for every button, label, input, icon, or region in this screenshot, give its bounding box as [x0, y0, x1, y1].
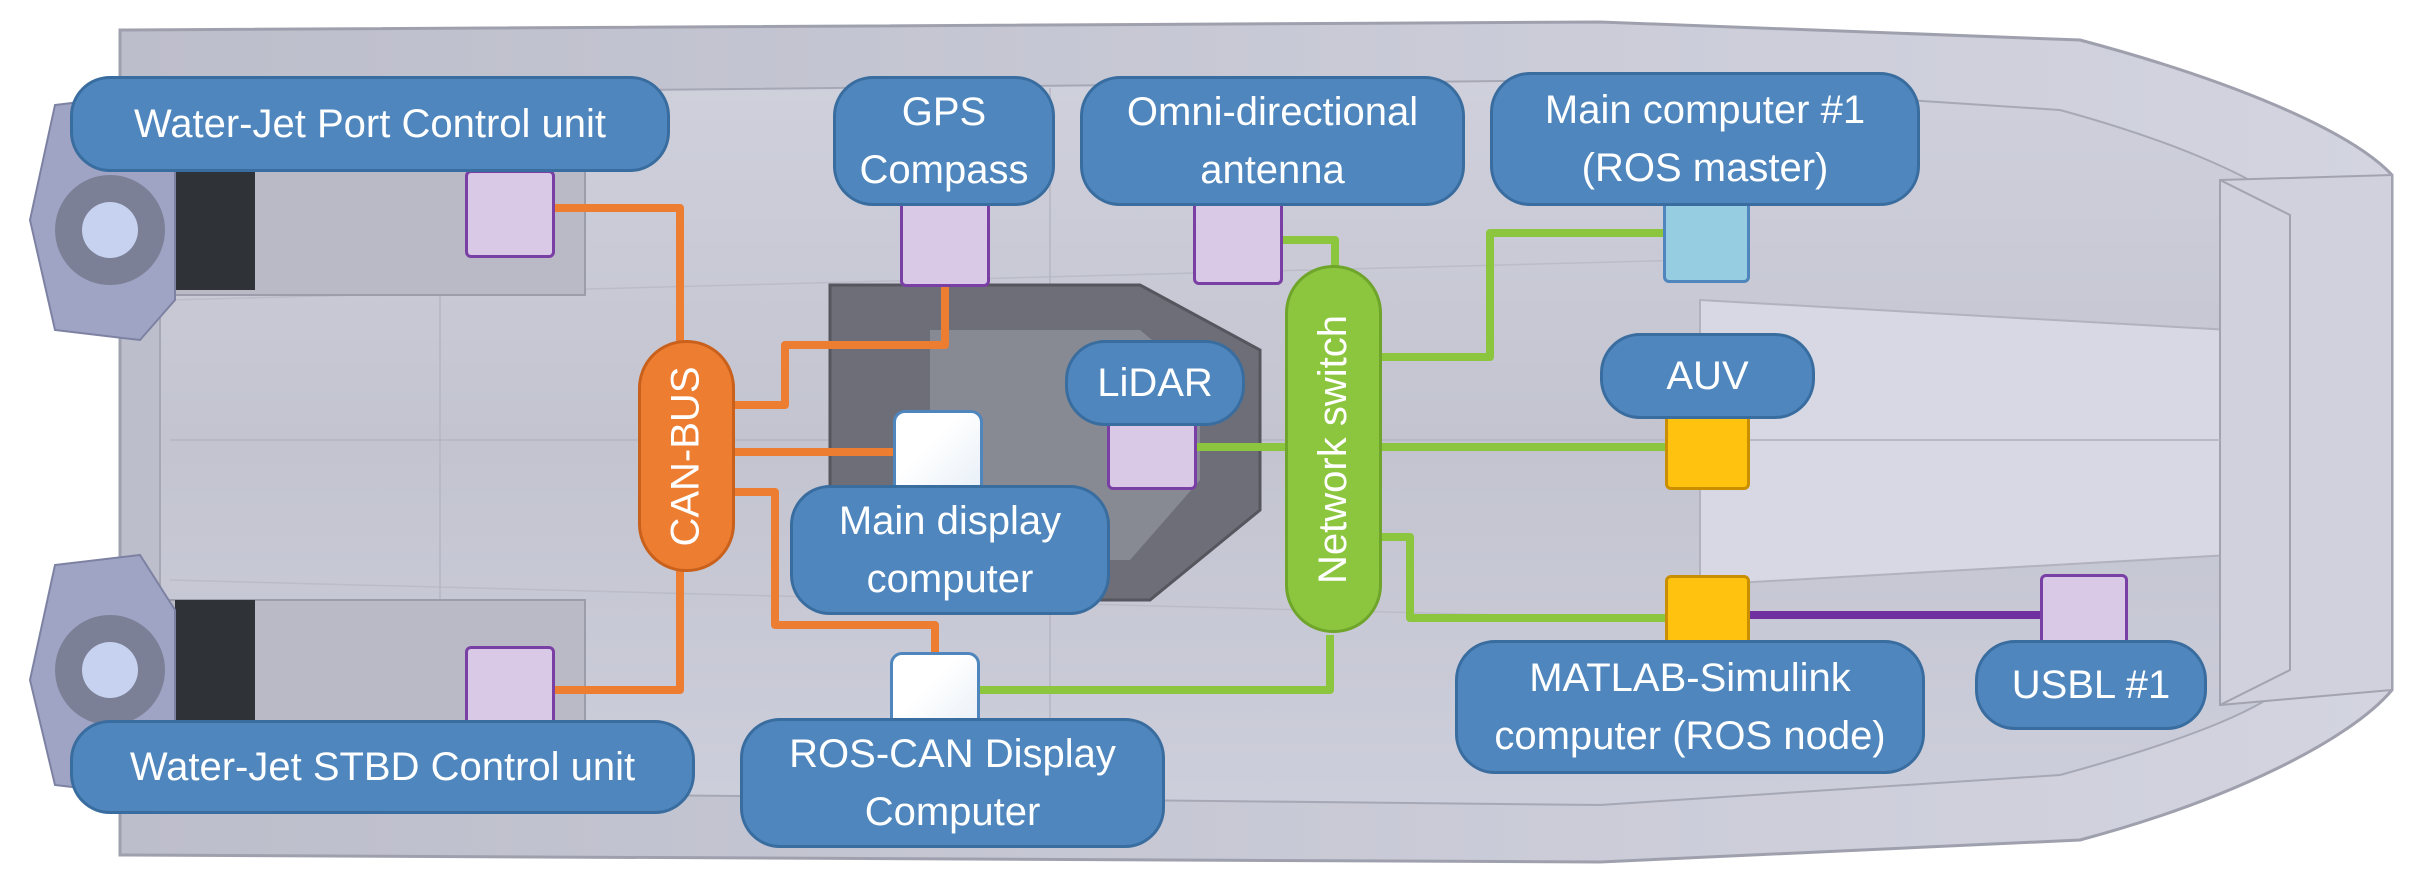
- net-link-omni: [1283, 236, 1339, 272]
- omni-text-line2: antenna: [1200, 148, 1345, 192]
- main-computer-text-line2: (ROS master): [1581, 146, 1829, 190]
- gps-compass-label: GPS Compass: [833, 76, 1055, 206]
- main-computer-node: [1663, 195, 1750, 283]
- auv-text: AUV: [1666, 353, 1749, 398]
- main-computer-text-line1: Main computer #1: [1544, 88, 1866, 132]
- waterjet-port-text: Water-Jet Port Control unit: [133, 101, 606, 146]
- usbl-label: USBL #1: [1975, 640, 2207, 730]
- can-link-gps: [735, 287, 949, 409]
- gps-text-line1: GPS: [901, 90, 987, 134]
- usbl-text: USBL #1: [2011, 662, 2171, 707]
- main-display-text-line1: Main display: [838, 499, 1062, 543]
- main-display-node: [893, 410, 983, 498]
- network-switch-label: Network switch: [1311, 314, 1356, 584]
- main-display-text-line2: computer: [866, 557, 1034, 601]
- lidar-label: LiDAR: [1065, 340, 1245, 426]
- waterjet-stbd-text: Water-Jet STBD Control unit: [129, 744, 636, 789]
- net-link-main-computer: [1375, 229, 1663, 361]
- omni-text-line1: Omni-directional: [1126, 90, 1419, 134]
- network-switch-pill: Network switch: [1285, 265, 1382, 633]
- gps-node: [900, 200, 990, 287]
- ros-can-text-line2: Computer: [864, 790, 1041, 834]
- ros-can-text-line1: ROS-CAN Display: [789, 732, 1116, 776]
- matlab-text-line2: computer (ROS node): [1494, 714, 1886, 758]
- can-link-stbd-waterjet: [555, 530, 684, 694]
- main-computer-label: Main computer #1 (ROS master): [1490, 72, 1920, 206]
- waterjet-stbd-node: [465, 646, 555, 734]
- ros-can-label: ROS-CAN Display Computer: [740, 718, 1165, 848]
- auv-node: [1665, 405, 1750, 490]
- main-display-label: Main display computer: [790, 485, 1110, 615]
- matlab-text-line1: MATLAB-Simulink: [1529, 656, 1851, 700]
- omni-node: [1193, 197, 1283, 285]
- net-link-matlab: [1375, 533, 1665, 622]
- waterjet-stbd-label: Water-Jet STBD Control unit: [70, 720, 695, 814]
- matlab-label: MATLAB-Simulink computer (ROS node): [1455, 640, 1925, 774]
- lidar-text: LiDAR: [1097, 360, 1213, 405]
- can-link-port-waterjet: [555, 204, 684, 360]
- net-link-ros-can: [980, 635, 1334, 694]
- waterjet-port-node: [465, 170, 555, 258]
- can-link-ros-can: [735, 488, 939, 655]
- can-bus-pill: CAN-BUS: [638, 340, 735, 572]
- gps-text-line2: Compass: [859, 148, 1029, 192]
- omni-antenna-label: Omni-directional antenna: [1080, 76, 1465, 206]
- can-bus-label: CAN-BUS: [664, 365, 708, 547]
- auv-label: AUV: [1600, 333, 1815, 419]
- waterjet-port-label: Water-Jet Port Control unit: [70, 76, 670, 172]
